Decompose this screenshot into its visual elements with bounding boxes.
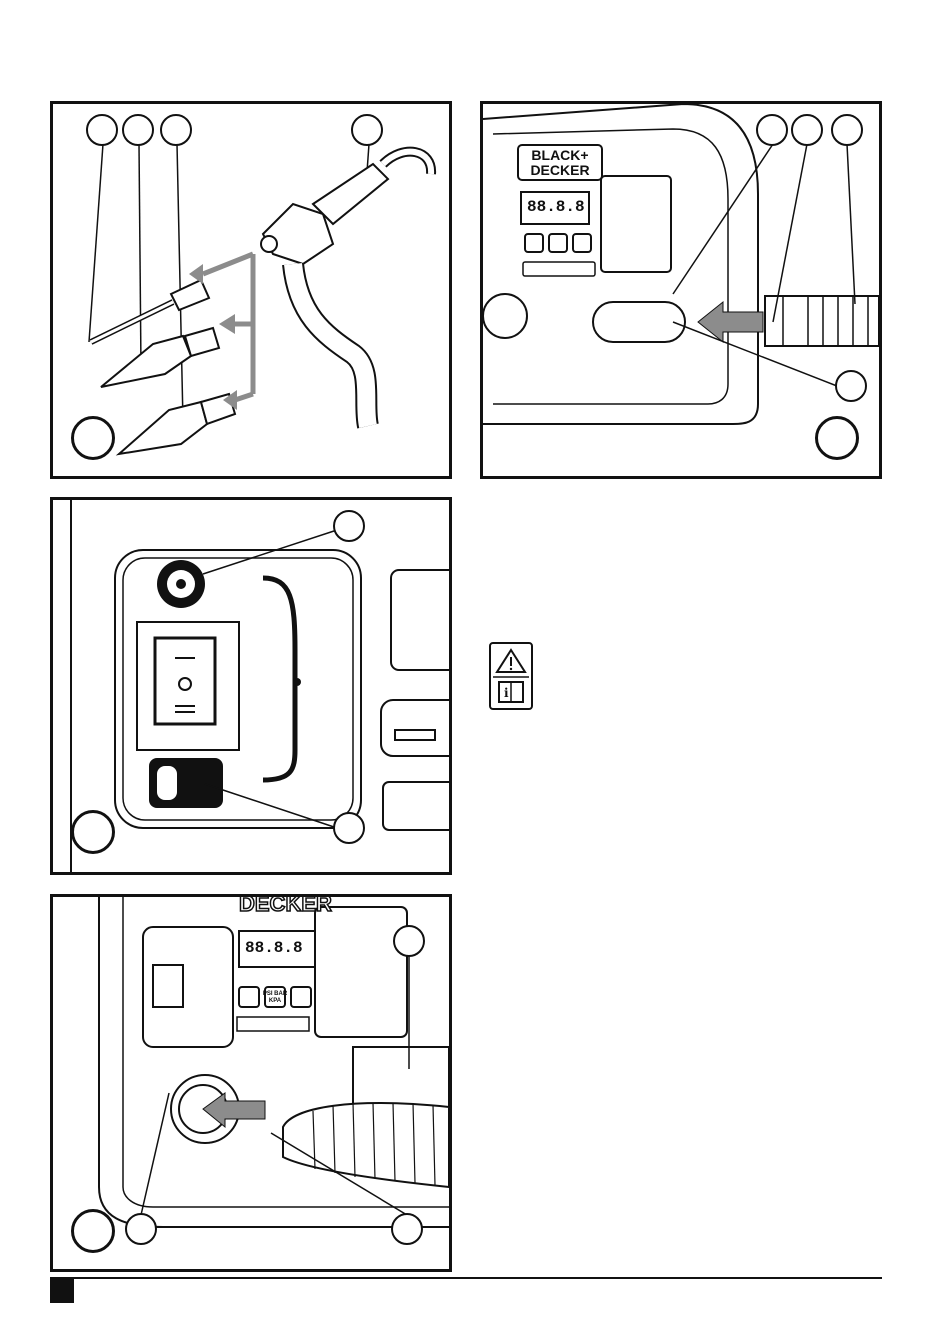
figure-label-circle — [71, 416, 115, 460]
switch-panel-drawing — [53, 500, 449, 872]
callout-circle — [122, 114, 154, 146]
callout-circle — [333, 812, 365, 844]
pressure-display-digits: 88.8.8 — [527, 198, 585, 216]
callout-circle — [351, 114, 383, 146]
callout-circle — [125, 1213, 157, 1245]
brand-logo-line1: BLACK+ — [519, 148, 601, 163]
svg-text:i: i — [504, 686, 509, 700]
figure-a-nozzle-adapters — [50, 101, 452, 479]
callout-circle — [333, 510, 365, 542]
nozzle-adapters-drawing — [53, 104, 449, 476]
callout-circle — [393, 925, 425, 957]
warning-triangle-icon: i — [491, 644, 531, 708]
figure-label-circle — [71, 810, 115, 854]
callout-circle — [831, 114, 863, 146]
callout-circle — [756, 114, 788, 146]
figure-b-hose-attachment: BLACK+ DECKER 88.8.8 — [480, 101, 882, 479]
brand-logo-line2: DECKER — [519, 163, 601, 178]
figure-label-circle — [71, 1209, 115, 1253]
brand-logo: BLACK+ DECKER — [517, 144, 603, 181]
brand-fragment: DECKER — [239, 894, 332, 917]
callout-circle — [835, 370, 867, 402]
pressure-units-label: PSI BAR KPA — [261, 991, 289, 1005]
callout-circle — [391, 1213, 423, 1245]
figure-label-circle — [815, 416, 859, 460]
pressure-display-digits: 88.8.8 — [245, 939, 303, 957]
callout-circle — [791, 114, 823, 146]
callout-circle — [160, 114, 192, 146]
warning-manual-symbol: i — [489, 642, 533, 710]
callout-circle — [86, 114, 118, 146]
figure-d-hose-connection: DECKER 88.8.8 PSI BAR KPA — [50, 894, 452, 1272]
footer-rule — [50, 1277, 882, 1279]
page-marker — [50, 1279, 74, 1303]
figure-c-switch-panel — [50, 497, 452, 875]
